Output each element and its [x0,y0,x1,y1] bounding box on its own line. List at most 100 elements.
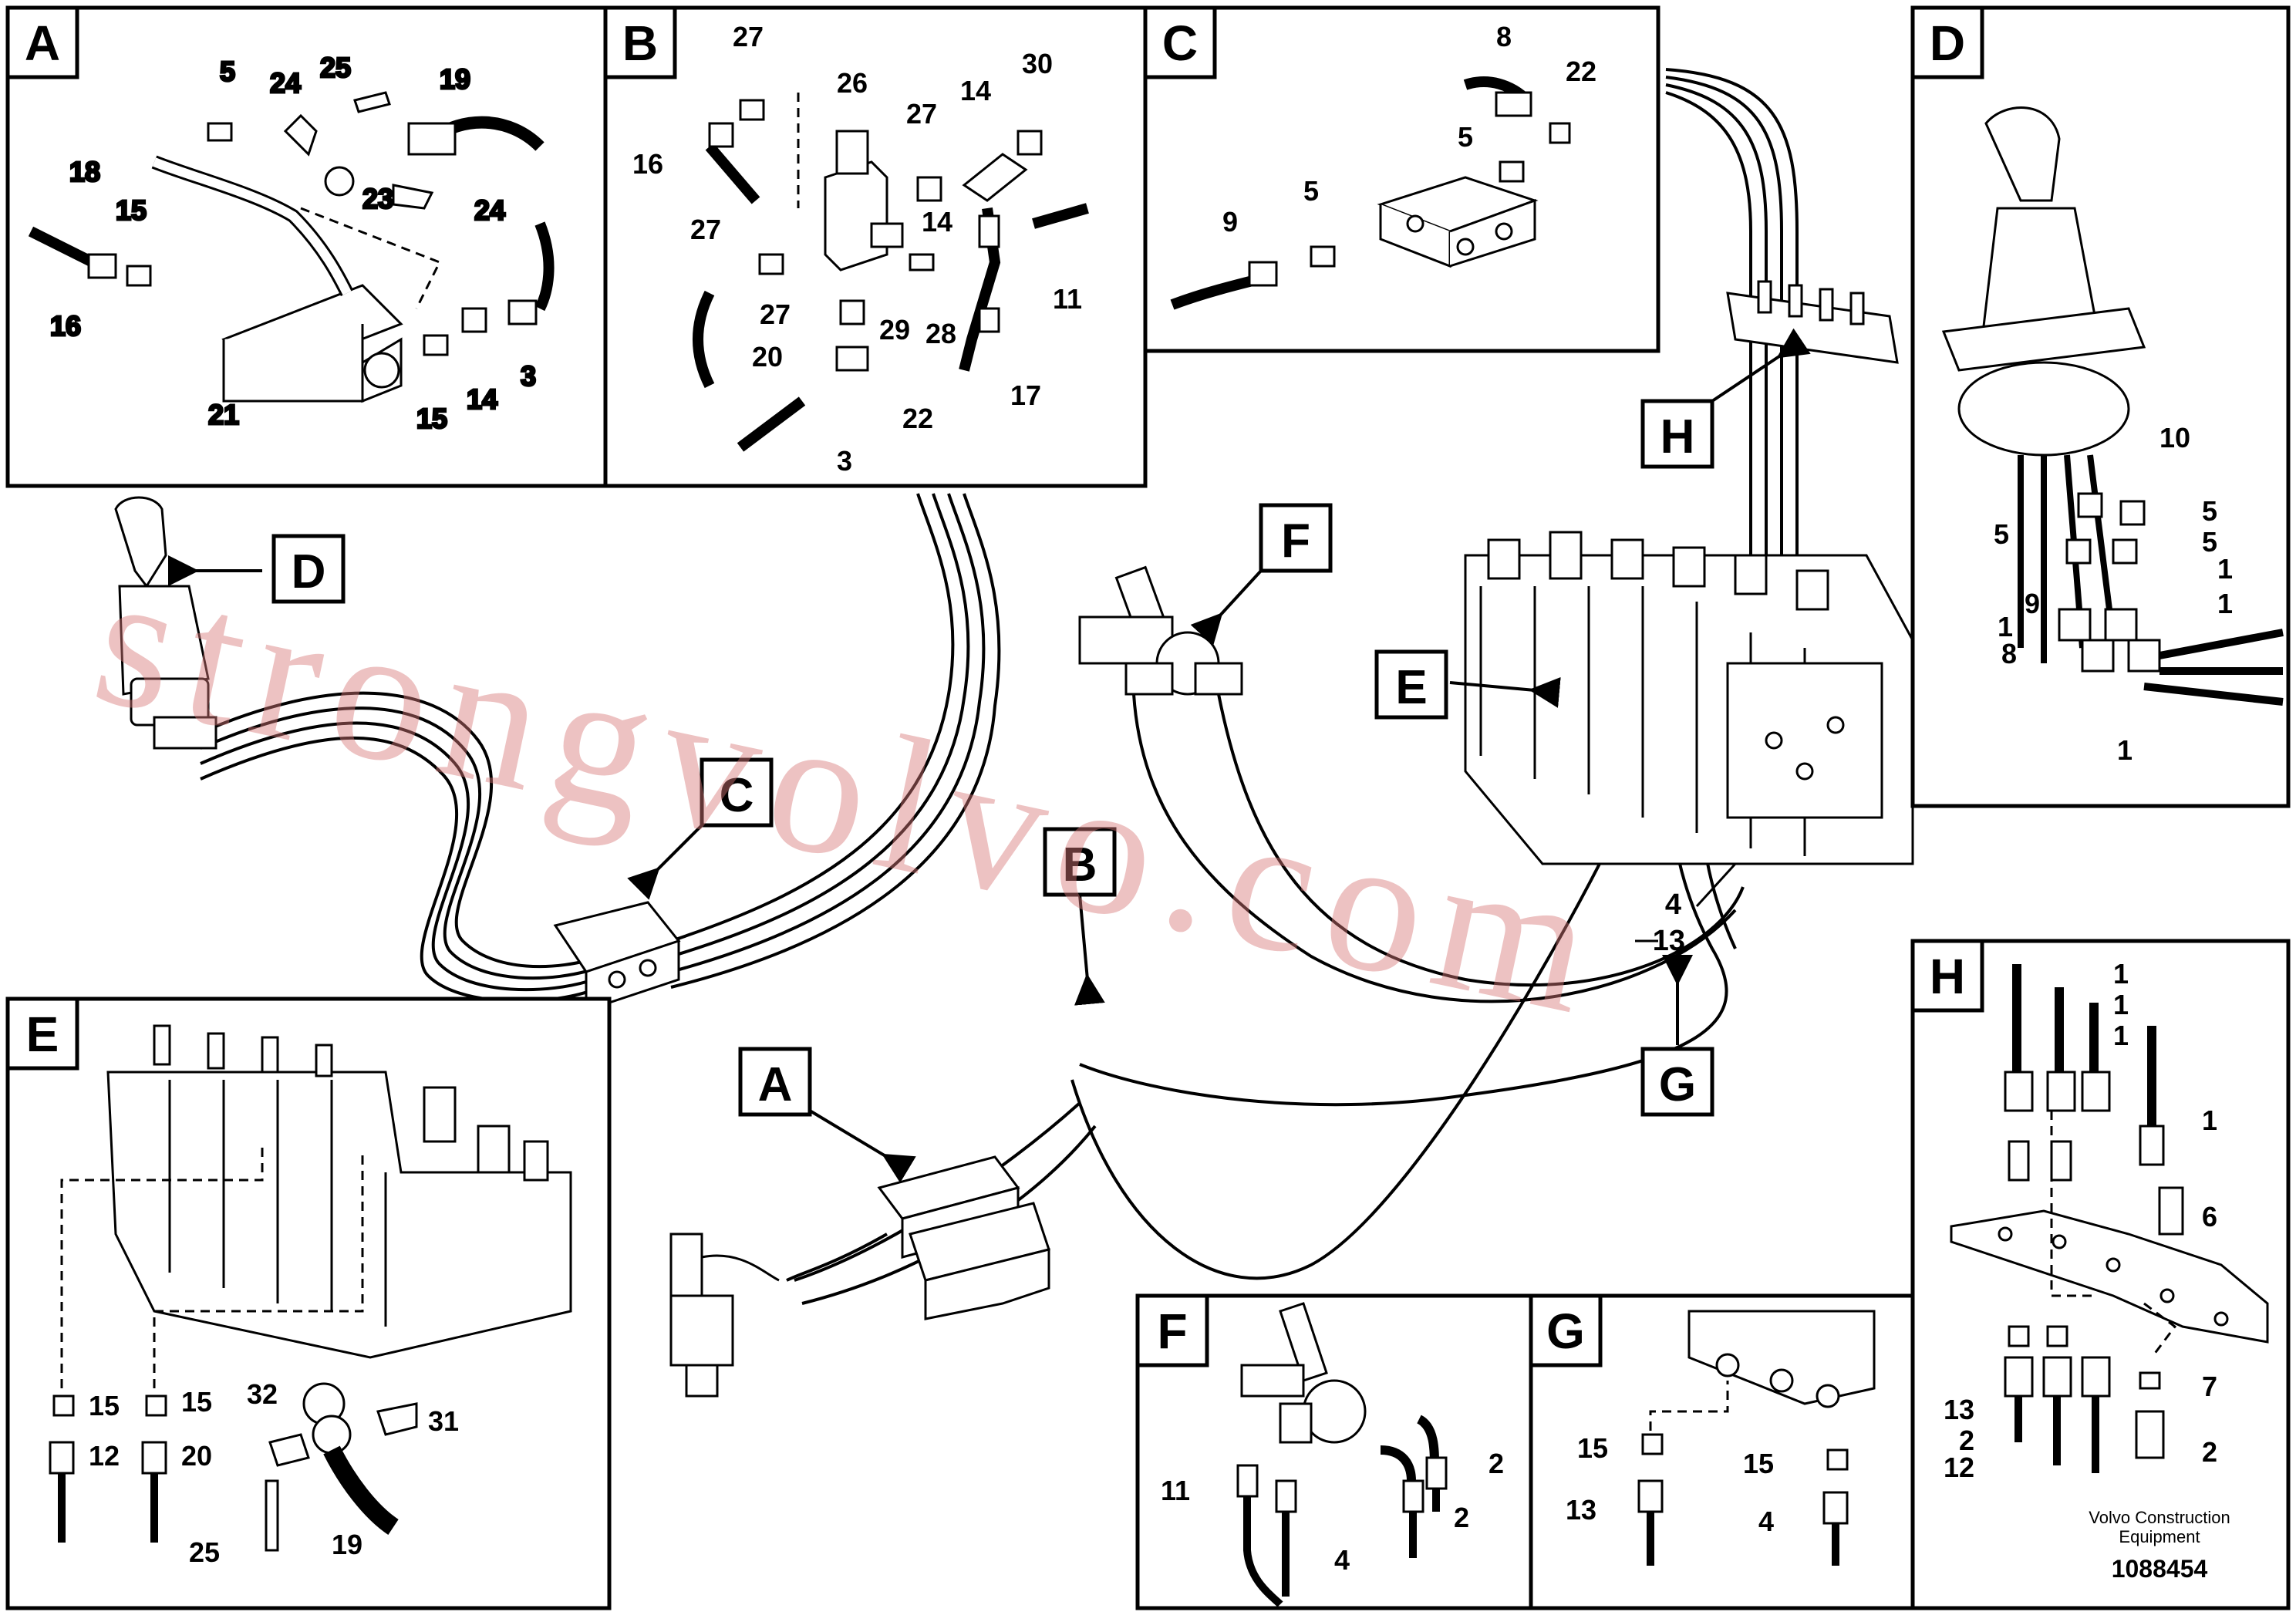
manifold-plate-icon-h [1950,964,2269,1473]
pointer-E: E [1374,649,1561,720]
callout-G-15a: 15 [1577,1432,1608,1464]
callout-A-19: 19 [440,63,470,95]
panel-H-letter: H [1930,949,1965,1004]
callout-B-3: 3 [837,445,852,477]
callout-D-5b: 5 [2202,495,2217,527]
pointer-F-label: F [1281,514,1310,568]
panel-B-letter: B [622,15,658,71]
callout-B-20: 20 [752,341,783,373]
callout-B-22: 22 [902,403,933,434]
callout-A-23: 23 [362,183,393,214]
pointer-A-label: A [758,1058,793,1111]
callout-G-13: 13 [1566,1494,1596,1526]
manifold-plate-icon [1726,280,1899,364]
control-valve-icon-e [49,1024,572,1552]
callout-C-8: 8 [1496,21,1512,52]
callout-E-25: 25 [189,1536,220,1568]
footer-company: Volvo Construction [2089,1508,2230,1527]
callout-H-12: 12 [1944,1452,1974,1483]
callout-F-4: 4 [1334,1544,1350,1576]
panel-E-callouts: 15 15 32 31 12 20 25 19 [89,1378,459,1568]
panel-G-letter: G [1546,1303,1585,1359]
callout-E-31: 31 [428,1405,459,1437]
pointer-B-label: B [1063,838,1097,892]
callout-D-1a: 1 [2217,553,2233,585]
callout-B-27a: 27 [733,21,764,52]
callout-G-4: 4 [1758,1506,1774,1537]
panel-B-callouts: 27 26 30 16 27 14 27 14 11 27 29 28 20 2… [632,21,1082,477]
pointer-F: F [1190,503,1333,646]
callout-H-2a: 2 [1959,1425,1974,1456]
joystick-icon [114,496,217,750]
callout-D-9: 9 [2025,588,2040,619]
leader-4 [1695,862,1737,908]
pointer-A: A [738,1047,916,1183]
solenoid-valve-icon [669,1233,780,1398]
pointer-G-label: G [1659,1058,1696,1111]
callout-F-2a: 2 [1489,1448,1504,1479]
panel-E-letter: E [26,1007,59,1062]
callout-B-14a: 14 [960,75,991,106]
callout-B-14b: 14 [922,206,952,238]
panel-G: G 15 15 13 4 [1529,1293,1915,1610]
callout-A-5: 5 [220,56,235,87]
pointer-C: C [627,757,774,900]
callout-B-17: 17 [1010,379,1041,411]
callout-H-13: 13 [1944,1394,1974,1425]
callout-F-2b: 2 [1454,1502,1469,1533]
panel-C-letter: C [1162,15,1198,71]
main-callout-13: 13 [1653,925,1685,957]
pointer-G: G [1640,955,1714,1117]
callout-H-1c: 1 [2113,1020,2129,1051]
callout-A-24a: 24 [270,67,301,99]
panel-F-callouts: 2 11 2 4 [1161,1448,1504,1576]
pointer-B: B [1043,827,1117,1006]
main-pointers: D C F H E B A [168,328,1811,1183]
panel-A: A 5 24 25 19 [5,5,608,488]
panel-E: E 15 15 32 31 12 20 25 [5,996,612,1610]
callout-H-1d: 1 [2202,1104,2217,1136]
callout-H-1b: 1 [2113,989,2129,1020]
callout-E-12: 12 [89,1440,120,1472]
callout-A-24b: 24 [474,194,505,226]
callout-A-15a: 15 [116,194,147,226]
main-callout-4: 4 [1665,889,1681,921]
callout-A-15b: 15 [416,403,447,434]
callout-E-15b: 15 [181,1386,212,1418]
callout-G-15b: 15 [1743,1448,1774,1479]
callout-C-9: 9 [1222,206,1238,238]
callout-B-11: 11 [1053,283,1082,315]
callout-C-5b: 5 [1303,175,1319,207]
panel-D-letter: D [1930,15,1965,71]
callout-A-21: 21 [208,399,239,430]
callout-D-1d: 1 [2117,734,2132,766]
callout-E-20: 20 [181,1440,212,1472]
callout-B-27d: 27 [760,298,791,330]
callout-H-6: 6 [2202,1201,2217,1233]
callout-B-16: 16 [632,148,663,180]
footer-part-number: 1088454 [2112,1555,2208,1583]
panel-F-letter: F [1157,1303,1187,1359]
callout-E-32: 32 [247,1378,278,1410]
panel-G-callouts: 15 15 13 4 [1566,1432,1774,1537]
callout-B-27c: 27 [690,214,721,245]
callout-A-18: 18 [69,156,100,187]
callout-A-16: 16 [50,310,81,342]
callout-A-14: 14 [467,383,497,415]
control-valve-icon-f [1078,565,1243,696]
callout-B-29: 29 [879,314,910,346]
callout-B-30: 30 [1022,48,1053,79]
callout-E-15a: 15 [89,1390,120,1421]
panel-C-callouts: 8 22 5 5 9 [1222,21,1596,238]
callout-A-3: 3 [521,360,536,392]
callout-B-27b: 27 [906,98,937,130]
control-valve-icon-main [1464,531,1914,865]
callout-H-2b: 2 [2202,1436,2217,1468]
callout-H-1a: 1 [2113,958,2129,990]
panel-B: B 27 26 30 16 27 [603,5,1148,488]
panel-H: H 1 1 1 1 6 7 13 2 12 [1910,939,2291,1610]
callout-C-5a: 5 [1458,121,1473,153]
footer-company-line2: Equipment [2119,1527,2200,1546]
pointer-C-label: C [720,769,754,822]
